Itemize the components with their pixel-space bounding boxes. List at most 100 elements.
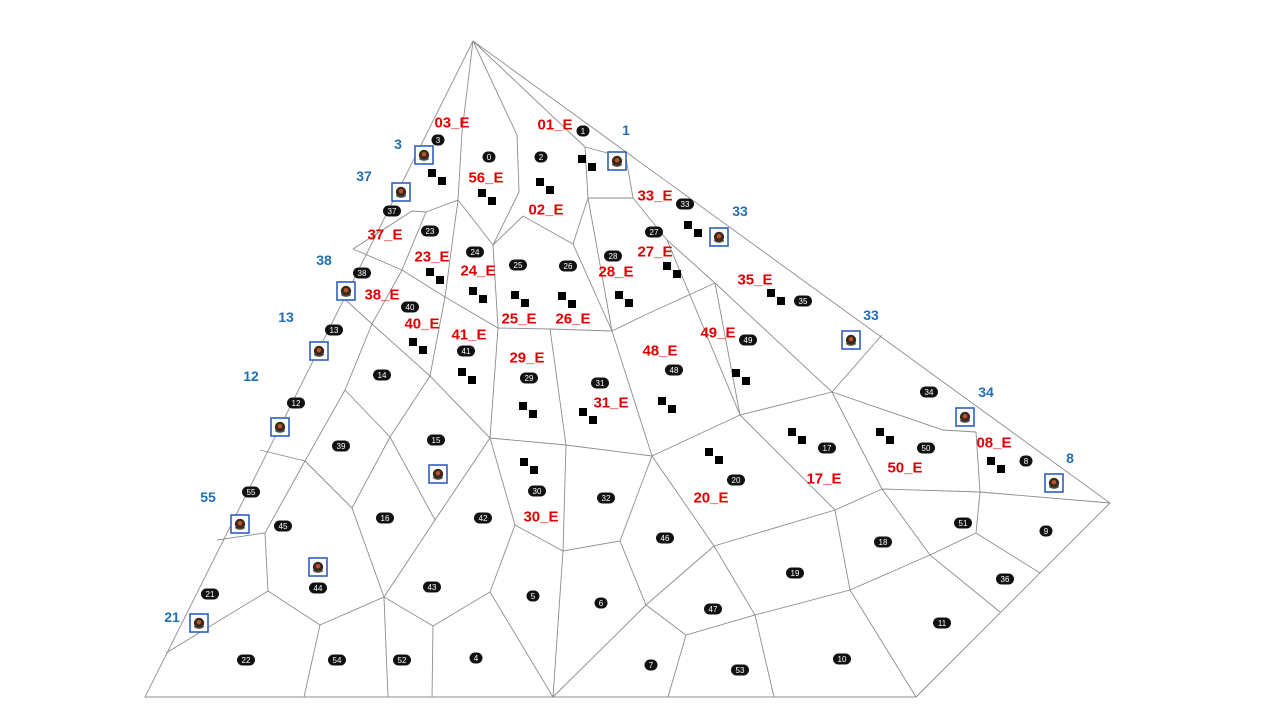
zone-id-badge: 3 [431, 134, 445, 146]
zone-id-text: 44 [314, 584, 323, 593]
zone-id-badge: 28 [604, 250, 622, 262]
camera-sensor-icon [1044, 473, 1064, 493]
zone-id-text: 51 [959, 519, 968, 528]
sensor-label: 55 [200, 489, 216, 505]
zone-id-text: 46 [661, 534, 670, 543]
zone-id-text: 49 [744, 336, 753, 345]
double-square-marker-icon [732, 369, 750, 385]
exit-label: 24_E [460, 263, 495, 280]
exit-label: 56_E [468, 170, 503, 187]
zone-boundaries [144, 40, 1111, 698]
zone-id-badge: 19 [786, 567, 804, 579]
exit-label: 26_E [555, 311, 590, 328]
zone-id-badge: 1 [576, 125, 590, 137]
exit-label: 35_E [737, 272, 772, 289]
double-square-marker-icon [658, 397, 676, 413]
double-square-marker-icon [684, 221, 702, 237]
zone-id-text: 2 [539, 153, 544, 162]
sensor-label: 21 [164, 609, 180, 625]
zone-id-text: 45 [279, 522, 288, 531]
zone-id-text: 26 [564, 262, 573, 271]
zone-id-text: 43 [428, 583, 437, 592]
zone-id-text: 27 [650, 228, 659, 237]
zone-id-badge: 52 [393, 654, 411, 666]
zone-id-text: 19 [791, 569, 800, 578]
marker-layer [409, 155, 1005, 474]
zone-id-badge: 34 [920, 386, 938, 398]
zone-id-text: 6 [599, 599, 604, 608]
sensor-label: 1 [622, 122, 630, 138]
zone-id-badge: 24 [466, 246, 484, 258]
zone-id-badge: 49 [739, 334, 757, 346]
zone-id-layer: 0123456789101112131415161718192021222324… [201, 125, 1053, 676]
double-square-marker-icon [876, 428, 894, 444]
zone-id-text: 34 [925, 388, 934, 397]
exit-label: 49_E [700, 325, 735, 342]
zone-id-badge: 46 [656, 532, 674, 544]
double-square-marker-icon [409, 338, 427, 354]
zone-id-badge: 0 [482, 151, 496, 163]
camera-sensor-icon [414, 145, 434, 165]
zone-id-text: 22 [242, 656, 251, 665]
zone-id-text: 38 [358, 269, 367, 278]
exit-label: 28_E [598, 264, 633, 281]
sensor-label: 38 [316, 252, 332, 268]
zone-id-badge: 53 [731, 664, 749, 676]
double-square-marker-icon [428, 169, 446, 185]
zone-id-text: 48 [670, 366, 679, 375]
zone-id-text: 50 [922, 444, 931, 453]
zone-id-text: 29 [525, 374, 534, 383]
zone-id-badge: 18 [874, 536, 892, 548]
zone-id-badge: 45 [274, 520, 292, 532]
zone-id-text: 16 [381, 514, 390, 523]
zone-id-badge: 47 [704, 603, 722, 615]
camera-sensor-icon [955, 407, 975, 427]
camera-sensor-icon [607, 151, 627, 171]
zone-id-badge: 25 [509, 259, 527, 271]
exit-label: 40_E [404, 316, 439, 333]
zone-id-badge: 23 [421, 225, 439, 237]
zone-id-badge: 42 [474, 512, 492, 524]
zone-id-badge: 54 [328, 654, 346, 666]
camera-sensor-icon [270, 417, 290, 437]
double-square-marker-icon [663, 262, 681, 278]
exit-label: 23_E [414, 249, 449, 266]
zone-id-text: 8 [1024, 457, 1029, 466]
double-square-marker-icon [458, 368, 476, 384]
zone-id-badge: 2 [534, 151, 548, 163]
zone-id-badge: 26 [559, 260, 577, 272]
zone-id-text: 5 [531, 592, 536, 601]
exit-label: 02_E [528, 202, 563, 219]
double-square-marker-icon [478, 189, 496, 205]
zone-id-text: 21 [206, 590, 215, 599]
sensor-label: 13 [278, 309, 294, 325]
zone-id-badge: 5 [526, 590, 540, 602]
zone-id-badge: 32 [597, 492, 615, 504]
zone-id-text: 31 [596, 379, 605, 388]
zone-id-badge: 14 [373, 369, 391, 381]
double-square-marker-icon [536, 178, 554, 194]
double-square-marker-icon [767, 289, 785, 305]
camera-sensor-icon [309, 341, 329, 361]
zone-id-text: 52 [398, 656, 407, 665]
sensor-label: 33 [732, 203, 748, 219]
exit-label: 41_E [451, 327, 486, 344]
sensor-label: 37 [356, 168, 372, 184]
zone-id-text: 32 [602, 494, 611, 503]
zone-id-text: 42 [479, 514, 488, 523]
zone-id-badge: 43 [423, 581, 441, 593]
camera-sensor-icon [428, 464, 448, 484]
camera-sensor-icon [189, 613, 209, 633]
zone-id-text: 28 [609, 252, 618, 261]
exit-label: 20_E [693, 490, 728, 507]
zone-id-badge: 10 [833, 653, 851, 665]
zone-id-text: 4 [474, 654, 479, 663]
zone-id-text: 37 [388, 207, 397, 216]
zone-id-text: 55 [247, 488, 256, 497]
exit-label: 48_E [642, 343, 677, 360]
zone-id-text: 11 [938, 619, 947, 628]
zone-id-badge: 16 [376, 512, 394, 524]
zone-id-badge: 11 [933, 617, 951, 629]
zone-id-badge: 36 [996, 573, 1014, 585]
